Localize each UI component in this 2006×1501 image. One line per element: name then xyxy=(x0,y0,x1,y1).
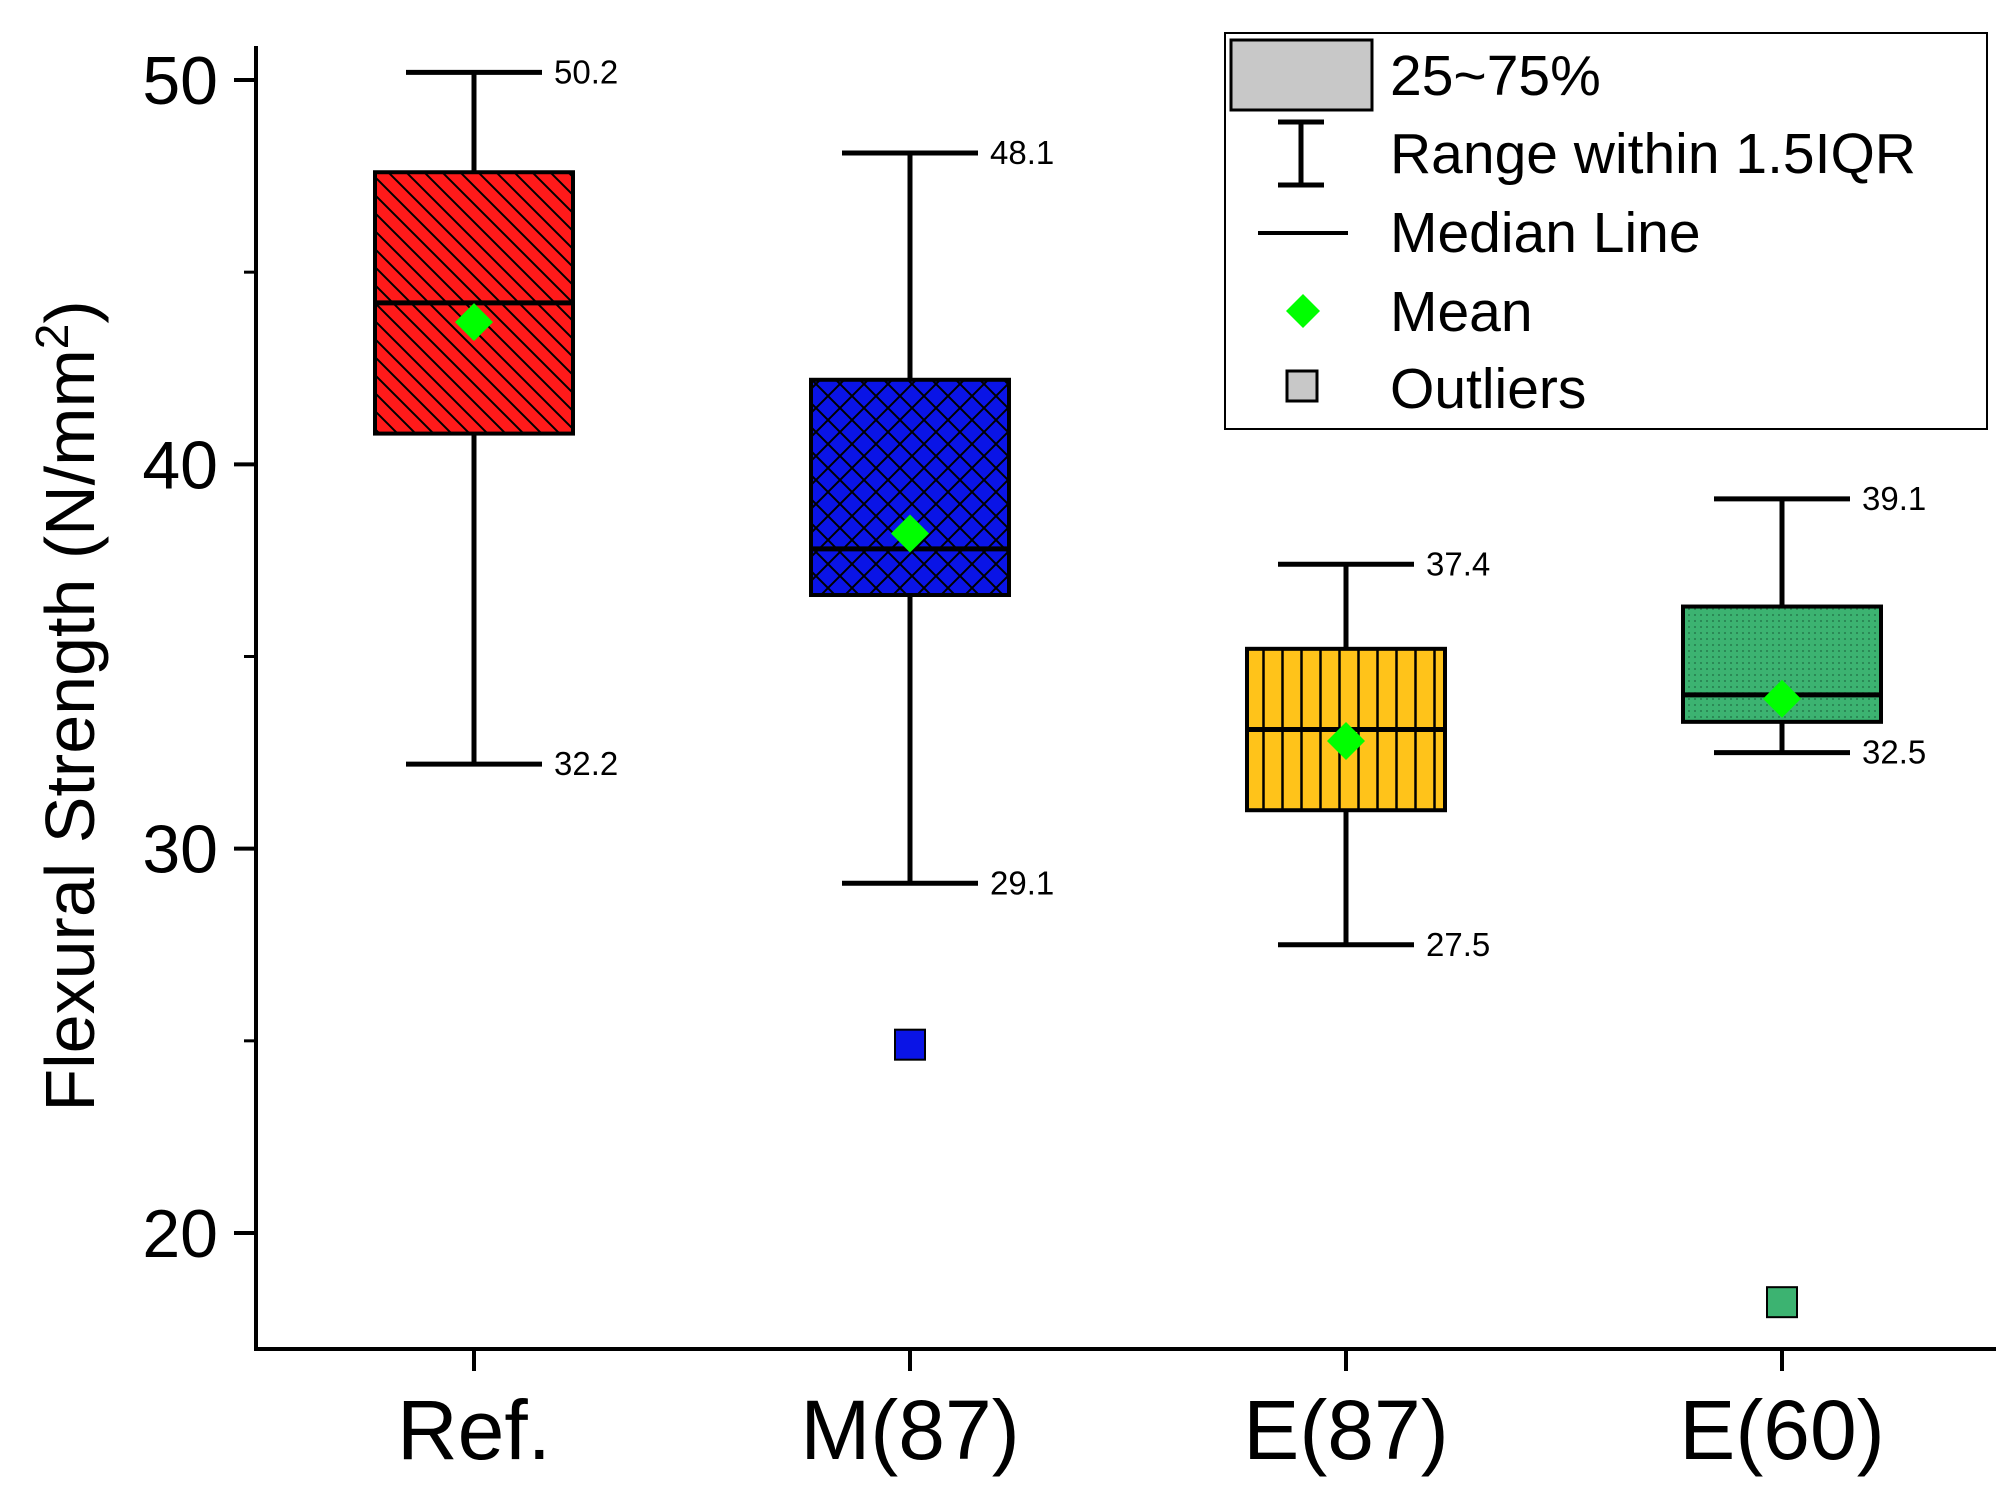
y-axis-label: Flexural Strength (N/mm2) xyxy=(26,300,109,1111)
whisker-low-label: 32.5 xyxy=(1862,734,1926,771)
legend-item-median: Median Line xyxy=(1258,201,1701,265)
whisker-high-label: 48.1 xyxy=(990,134,1054,171)
legend-label-median: Median Line xyxy=(1390,201,1701,265)
whisker-low-label: 29.1 xyxy=(990,864,1054,901)
whisker-high-label: 37.4 xyxy=(1426,545,1490,582)
legend-label-outlier: Outliers xyxy=(1390,357,1586,421)
x-tick-label: E(60) xyxy=(1679,1383,1884,1477)
x-ticks: Ref. M(87) E(87) E(60) xyxy=(397,1349,1885,1477)
mean-marker xyxy=(1763,679,1801,718)
legend-label-mean: Mean xyxy=(1390,280,1533,344)
whisker-high-label: 50.2 xyxy=(554,53,618,90)
y-tick-label: 20 xyxy=(142,1196,218,1272)
x-tick-label: E(87) xyxy=(1243,1383,1448,1477)
legend-label-box: 25~75% xyxy=(1390,44,1601,108)
legend-item-outlier: Outliers xyxy=(1285,357,1586,421)
outlier-marker xyxy=(1766,1286,1798,1319)
legend-label-whisker: Range within 1.5IQR xyxy=(1390,122,1916,186)
box-group: 37.4 27.5 xyxy=(1245,545,1490,963)
box-group: 50.2 32.2 xyxy=(373,53,618,782)
legend-box-swatch xyxy=(1229,38,1374,112)
outlier-marker xyxy=(894,1028,926,1061)
y-tick-label: 30 xyxy=(142,812,218,888)
legend-mean-swatch xyxy=(1286,294,1320,328)
legend-item-mean: Mean xyxy=(1286,280,1533,344)
box-group: 48.1 29.1 xyxy=(809,134,1054,1061)
legend-outlier-swatch xyxy=(1285,369,1319,403)
legend: 25~75% Range within 1.5IQR Median Line M… xyxy=(1224,32,1988,430)
y-ticks: 20 30 40 50 xyxy=(142,43,256,1272)
mean-marker xyxy=(891,514,929,553)
x-tick-label: Ref. xyxy=(397,1383,551,1477)
box-group: 39.1 32.5 xyxy=(1681,480,1926,1319)
mean-marker xyxy=(1327,722,1365,761)
y-tick-label: 50 xyxy=(142,43,218,119)
legend-item-box: 25~75% xyxy=(1229,38,1601,112)
axes xyxy=(254,46,1996,1351)
y-tick-label: 40 xyxy=(142,427,218,503)
box-series: 50.2 32.2 48.1 29.1 37.4 27.5 39.1 32.5 xyxy=(373,53,1926,1319)
whisker-low-label: 27.5 xyxy=(1426,926,1490,963)
iqr-box xyxy=(809,377,1011,598)
whisker-low-label: 32.2 xyxy=(554,745,618,782)
x-tick-label: M(87) xyxy=(800,1383,1019,1477)
mean-marker xyxy=(455,303,493,342)
legend-item-whisker: Range within 1.5IQR xyxy=(1278,119,1916,188)
whisker-high-label: 39.1 xyxy=(1862,480,1926,517)
